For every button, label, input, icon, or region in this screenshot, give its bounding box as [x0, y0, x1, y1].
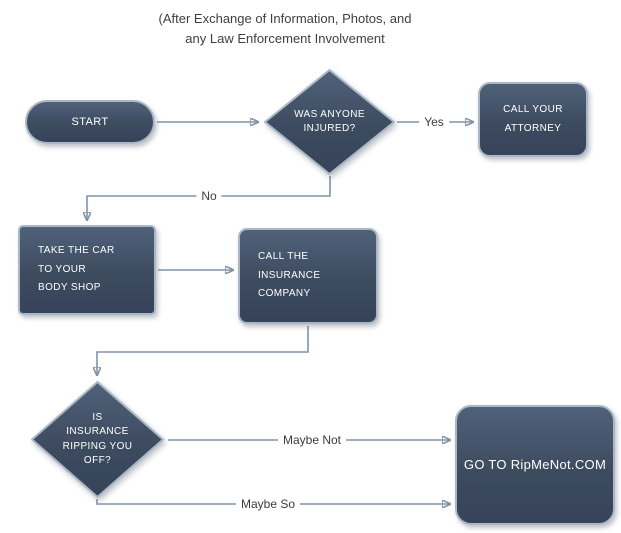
insurance-line-2: INSURANCE: [258, 269, 321, 281]
bodyshop-line-3: BODY SHOP: [38, 282, 101, 294]
attorney-line-1: CALL YOUR: [503, 104, 563, 115]
ripping-diamond-shape: [31, 381, 164, 498]
edge-label-maybe-not: Maybe Not: [277, 433, 347, 447]
title-line-2: any Law Enforcement Involvement: [185, 31, 385, 47]
bodyshop-line-2: TO YOUR: [38, 263, 86, 275]
node-ripping: IS INSURANCE RIPPING YOU OFF?: [29, 379, 166, 500]
ripping-line-4: OFF?: [83, 455, 112, 466]
insurance-line-3: COMPANY: [258, 288, 311, 300]
attorney-line-2: ATTORNEY: [504, 122, 562, 134]
edge-label-maybe-so: Maybe So: [235, 497, 301, 511]
node-ripping-text: IS INSURANCE RIPPING YOU OFF?: [29, 379, 166, 500]
node-goto: GO TO RipMeNot.COM: [455, 405, 615, 525]
node-injured: WAS ANYONE INJURED?: [262, 67, 397, 177]
insurance-line-1: CALL THE: [258, 251, 309, 263]
injured-line-2: INJURED?: [303, 123, 356, 134]
edge-label-no: No: [196, 189, 222, 203]
node-attorney: CALL YOUR ATTORNEY: [478, 82, 588, 157]
injured-line-1: WAS ANYONE: [294, 108, 365, 120]
node-injured-text: WAS ANYONE INJURED?: [262, 67, 397, 177]
goto-label: GO TO RipMeNot.COM: [463, 456, 607, 472]
injured-diamond-shape: [264, 69, 395, 175]
edge-ripping-maybeso-to-goto: [96, 499, 450, 504]
bodyshop-line-1: TAKE THE CAR: [38, 245, 115, 257]
edge-label-yes: Yes: [419, 115, 449, 129]
diagram-title: (After Exchange of Information, Photos, …: [0, 9, 570, 49]
node-start: START: [25, 100, 155, 144]
node-start-label: START: [71, 115, 109, 128]
node-bodyshop: TAKE THE CAR TO YOUR BODY SHOP: [18, 225, 156, 315]
node-insurance: CALL THE INSURANCE COMPANY: [238, 228, 378, 324]
ripping-line-1: IS: [92, 411, 103, 423]
ripping-line-2: INSURANCE: [66, 426, 129, 437]
title-line-1: (After Exchange of Information, Photos, …: [158, 11, 412, 26]
ripping-line-3: RIPPING YOU: [62, 440, 133, 452]
edge-insurance-to-ripping: [97, 326, 309, 375]
